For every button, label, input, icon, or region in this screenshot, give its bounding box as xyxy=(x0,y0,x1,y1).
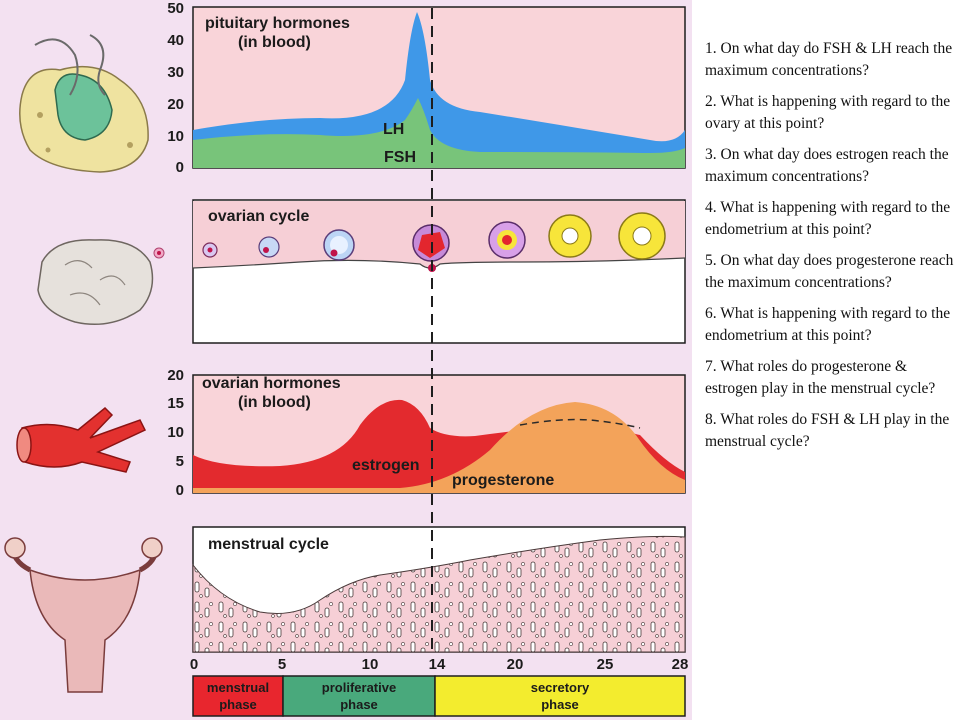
proliferative-phase-line1: proliferative xyxy=(322,680,396,695)
question-2: 2. What is happening with regard to the … xyxy=(705,93,951,132)
menstrual-phase-line1: menstrual xyxy=(207,680,269,695)
lh-label: LH xyxy=(383,121,404,138)
question-3: 3. On what day does estrogen reach the m… xyxy=(705,146,949,185)
pituitary-illustration xyxy=(19,34,149,173)
ov-tick-0: 0 xyxy=(176,482,184,499)
x-tick-28: 28 xyxy=(672,656,689,673)
pituitary-panel: pituitary hormones (in blood) LH FSH 50 … xyxy=(167,0,686,176)
question-list: 1. On what day do FSH & LH reach the max… xyxy=(705,38,957,462)
progesterone-label: progesterone xyxy=(452,472,554,489)
fsh-area xyxy=(193,98,685,168)
x-tick-5: 5 xyxy=(278,656,286,673)
primary-follicle xyxy=(202,242,218,258)
endometrium-layer xyxy=(192,535,686,653)
pit-tick-40: 40 xyxy=(167,32,184,49)
menstrual-phase-box xyxy=(192,675,284,717)
menstrual-title: menstrual cycle xyxy=(208,536,329,553)
secretory-phase-box xyxy=(434,675,686,717)
question-6: 6. What is happening with regard to the … xyxy=(705,305,951,344)
proliferative-phase-box xyxy=(282,675,436,717)
pit-tick-0: 0 xyxy=(176,159,184,176)
menstrual-phase-line2: phase xyxy=(219,697,257,712)
question-1: 1. On what day do FSH & LH reach the max… xyxy=(705,40,953,79)
proliferative-phase-line2: phase xyxy=(340,697,378,712)
secretory-phase-line2: phase xyxy=(541,697,579,712)
fsh-label: FSH xyxy=(384,149,416,166)
pituitary-title-line1: pituitary hormones xyxy=(205,15,350,32)
cycle-diagram: pituitary hormones (in blood) LH FSH 50 … xyxy=(4,0,689,717)
x-tick-25: 25 xyxy=(597,656,614,673)
menstrual-panel: menstrual cycle xyxy=(192,526,686,653)
progesterone-area xyxy=(193,402,685,493)
mature-corpus-luteum xyxy=(618,212,666,260)
x-tick-0: 0 xyxy=(190,656,198,673)
question-8: 8. What roles do FSH & LH play in the me… xyxy=(705,411,950,450)
cycle-figure: pituitary hormones (in blood) LH FSH 50 … xyxy=(0,0,692,720)
ovarian-hormones-title-line1: ovarian hormones xyxy=(202,375,341,392)
ov-tick-10: 10 xyxy=(167,424,184,441)
corpus-luteum xyxy=(548,214,592,258)
x-tick-14: 14 xyxy=(429,656,446,673)
ovarian-cycle-title: ovarian cycle xyxy=(208,208,310,225)
artery-illustration xyxy=(16,406,147,473)
ov-tick-5: 5 xyxy=(176,453,184,470)
x-tick-20: 20 xyxy=(507,656,524,673)
question-5: 5. On what day does progesterone reach t… xyxy=(705,252,954,291)
ovarian-hormones-title-line2: (in blood) xyxy=(238,394,311,411)
pit-tick-30: 30 xyxy=(167,64,184,81)
x-axis: 0 5 10 14 20 25 28 xyxy=(190,656,689,673)
ov-tick-15: 15 xyxy=(167,395,184,412)
pit-tick-50: 50 xyxy=(167,0,184,17)
ovarian-cycle-panel: ovarian cycle xyxy=(192,199,686,344)
estrogen-label: estrogen xyxy=(352,457,420,474)
secondary-follicle xyxy=(258,236,280,258)
pit-tick-20: 20 xyxy=(167,96,184,113)
ovarian-hormones-panel: ovarian hormones (in blood) estrogen pro… xyxy=(167,367,686,499)
ovary-illustration xyxy=(37,239,165,325)
question-4: 4. What is happening with regard to the … xyxy=(705,199,951,238)
antral-follicle xyxy=(323,229,355,261)
question-7: 7. What roles do progesterone & estrogen… xyxy=(705,358,936,397)
lh-area xyxy=(193,12,685,168)
uterus-illustration xyxy=(4,537,163,693)
pituitary-title-line2: (in blood) xyxy=(238,34,311,51)
x-tick-10: 10 xyxy=(362,656,379,673)
phase-bar: menstrual phase proliferative phase secr… xyxy=(192,675,686,717)
pit-tick-10: 10 xyxy=(167,128,184,145)
corpus-hemorrhagicum xyxy=(488,221,526,259)
secretory-phase-line1: secretory xyxy=(531,680,590,695)
ov-tick-20: 20 xyxy=(167,367,184,384)
